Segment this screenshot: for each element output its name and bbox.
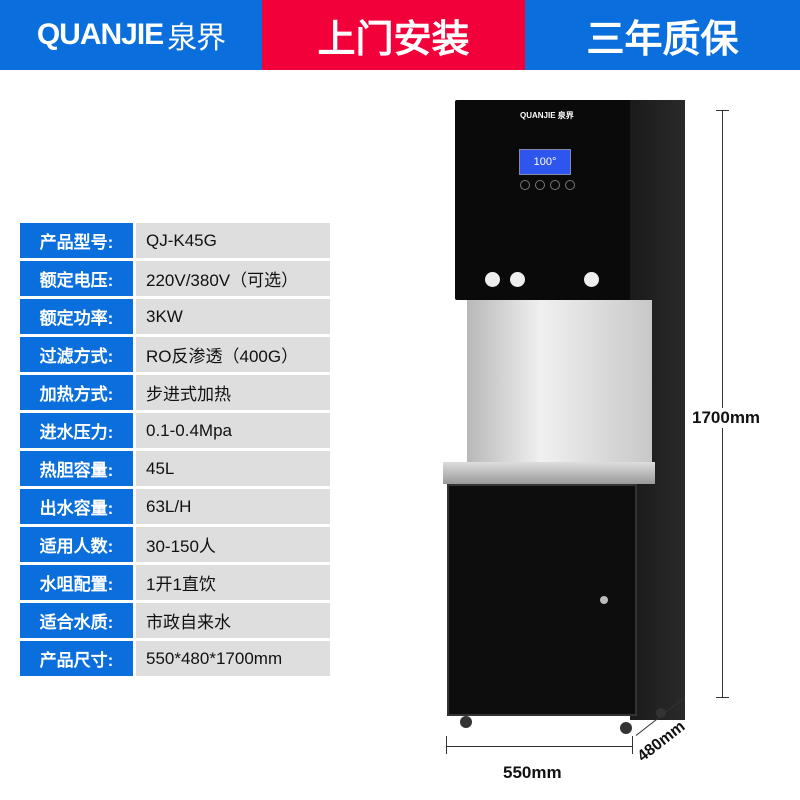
- dimension-tick: [716, 110, 729, 111]
- control-buttons: [520, 180, 575, 190]
- spec-value: 45L: [136, 451, 330, 486]
- spec-label: 适用人数:: [20, 527, 133, 562]
- spec-value: 220V/380V（可选）: [136, 261, 330, 296]
- spec-value: 3KW: [136, 299, 330, 334]
- spec-value: 市政自来水: [136, 603, 330, 638]
- lock-button[interactable]: [510, 272, 525, 287]
- spec-row: 水咀配置:1开1直饮: [20, 565, 330, 600]
- height-dimension-line: [722, 110, 723, 697]
- spec-row: 产品尺寸:550*480*1700mm: [20, 641, 330, 676]
- spec-row: 额定电压:220V/380V（可选）: [20, 261, 330, 296]
- caster-wheel: [620, 722, 632, 734]
- spec-label: 产品尺寸:: [20, 641, 133, 676]
- hot-water-tap-button[interactable]: [485, 272, 500, 287]
- spec-label: 出水容量:: [20, 489, 133, 524]
- spec-row: 热胆容量:45L: [20, 451, 330, 486]
- spec-label: 过滤方式:: [20, 337, 133, 372]
- dimension-tick: [446, 736, 447, 754]
- dimension-tick: [716, 697, 729, 698]
- spec-value: 30-150人: [136, 527, 330, 562]
- spec-row: 出水容量:63L/H: [20, 489, 330, 524]
- spec-row: 过滤方式:RO反渗透（400G）: [20, 337, 330, 372]
- spec-value: 步进式加热: [136, 375, 330, 410]
- width-label: 550mm: [503, 763, 562, 782]
- spec-row: 产品型号:QJ-K45G: [20, 223, 330, 258]
- caster-wheel: [656, 708, 666, 718]
- spec-row: 适合水质:市政自来水: [20, 603, 330, 638]
- spec-row: 加热方式:步进式加热: [20, 375, 330, 410]
- lcd-display: 100°: [519, 149, 571, 175]
- cabinet-door: [447, 484, 637, 716]
- caster-wheel: [460, 716, 472, 728]
- control-button[interactable]: [565, 180, 575, 190]
- door-lock-icon: [600, 596, 608, 604]
- drip-tray: [443, 462, 655, 484]
- depth-label: 480mm: [634, 717, 689, 766]
- spec-label: 热胆容量:: [20, 451, 133, 486]
- brand-en: QUANJIE: [36, 18, 164, 51]
- dispensing-recess: [467, 300, 652, 462]
- spec-value: 0.1-0.4Mpa: [136, 413, 330, 448]
- dispenser-logo: QUANJIE 泉界: [520, 111, 574, 120]
- control-button[interactable]: [520, 180, 530, 190]
- dimension-tick: [632, 736, 633, 754]
- purified-water-button[interactable]: [584, 272, 599, 287]
- spec-row: 进水压力:0.1-0.4Mpa: [20, 413, 330, 448]
- spec-value: 63L/H: [136, 489, 330, 524]
- spec-label: 产品型号:: [20, 223, 133, 258]
- banner-warranty: 三年质保: [525, 0, 800, 70]
- brand-cn: 泉界: [167, 22, 226, 55]
- spec-label: 进水压力:: [20, 413, 133, 448]
- height-label: 1700mm: [692, 408, 761, 428]
- spec-row: 适用人数:30-150人: [20, 527, 330, 562]
- spec-row: 额定功率:3KW: [20, 299, 330, 334]
- spec-label: 适合水质:: [20, 603, 133, 638]
- spec-label: 额定功率:: [20, 299, 133, 334]
- spec-value: 550*480*1700mm: [136, 641, 330, 676]
- width-dimension-line: [446, 746, 632, 747]
- spec-label: 水咀配置:: [20, 565, 133, 600]
- spec-value: 1开1直饮: [136, 565, 330, 600]
- banner-install: 上门安装: [262, 0, 525, 70]
- spec-value: RO反渗透（400G）: [136, 337, 330, 372]
- control-button[interactable]: [550, 180, 560, 190]
- control-button[interactable]: [535, 180, 545, 190]
- spec-value: QJ-K45G: [136, 223, 330, 258]
- spec-label: 加热方式:: [20, 375, 133, 410]
- spec-label: 额定电压:: [20, 261, 133, 296]
